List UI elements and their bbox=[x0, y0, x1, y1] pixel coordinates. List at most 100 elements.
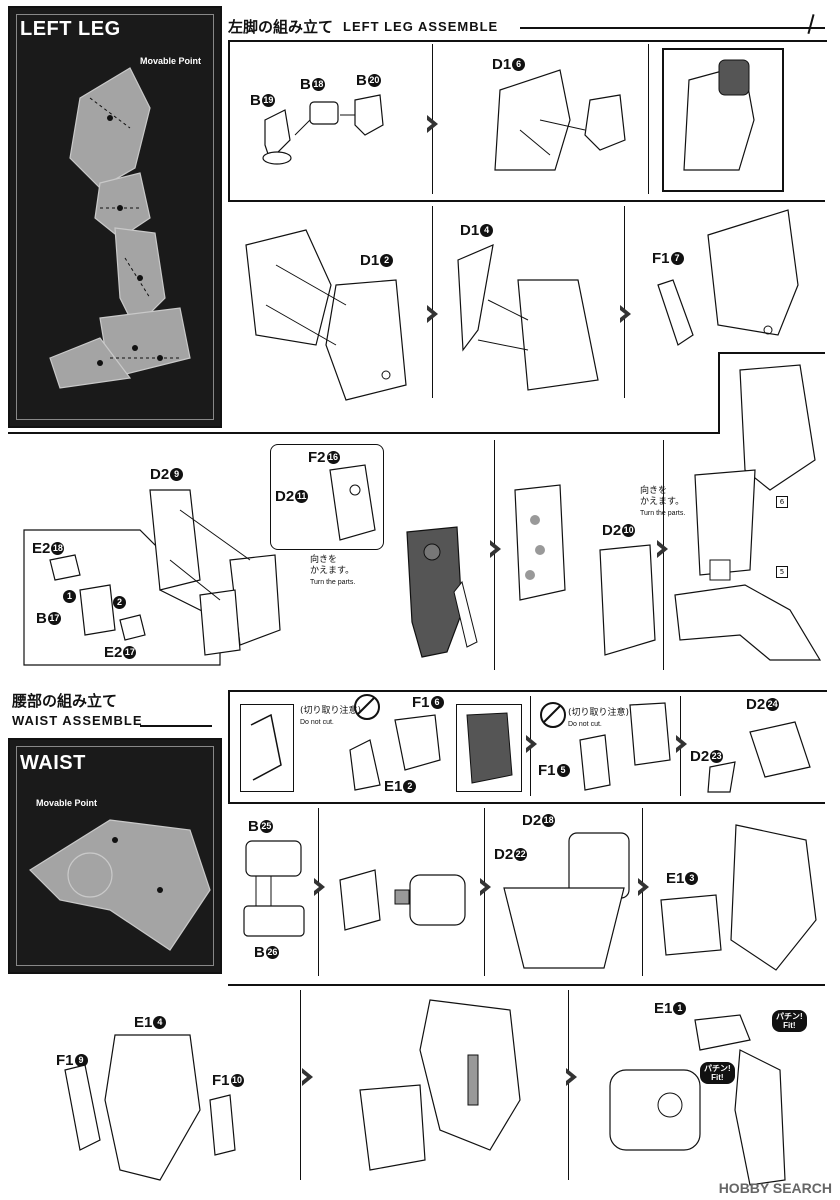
part-d16-assembly bbox=[494, 69, 626, 171]
left-leg-header-tick bbox=[807, 14, 815, 34]
leg-row2-divider-1 bbox=[432, 206, 433, 398]
part-f16-e12 bbox=[349, 714, 441, 791]
part-e13-assembly bbox=[660, 824, 817, 971]
hobby-search-watermark: HOBBY SEARCH bbox=[718, 1180, 832, 1196]
waist-row3-divider-1 bbox=[300, 990, 301, 1180]
leg-row3-shaded-part-box bbox=[402, 522, 482, 660]
left-leg-figure bbox=[49, 67, 191, 389]
step-arrow-3 bbox=[620, 305, 631, 323]
waist-step-arrow-4 bbox=[480, 878, 491, 896]
part-f216-inset bbox=[329, 464, 376, 541]
waist-step-arrow-6 bbox=[302, 1068, 313, 1086]
nocut-icon-1 bbox=[354, 694, 380, 720]
ref-tag-6: 6 bbox=[776, 496, 788, 508]
leg-row3-inset-frame bbox=[23, 529, 221, 666]
turn-parts-note-1: 向きを かえます。 Turn the parts. bbox=[310, 555, 356, 586]
waist-header-en: WAIST ASSEMBLE bbox=[12, 713, 143, 728]
nocut-icon-2 bbox=[540, 702, 566, 728]
part-d16-result bbox=[683, 59, 755, 171]
leg-row3-top-rule-left bbox=[8, 432, 720, 434]
part-shaded-thigh bbox=[406, 526, 478, 658]
part-b25-b26 bbox=[243, 840, 305, 937]
waist-step-arrow-7 bbox=[566, 1068, 577, 1086]
waist-step-arrow-3 bbox=[314, 878, 325, 896]
part-waist-half-assembly bbox=[359, 999, 521, 1171]
nocut-note-2: (切り取り注意) Do not cut. bbox=[568, 708, 630, 728]
leg-row3-top-rule-right bbox=[718, 352, 825, 354]
waist-movable-point-label: Movable Point bbox=[36, 798, 98, 808]
step-arrow-5 bbox=[657, 540, 668, 558]
left-leg-header-en: LEFT LEG ASSEMBLE bbox=[343, 19, 499, 34]
left-leg-movable-point-label: Movable Point bbox=[140, 56, 202, 66]
waist-panel: WAIST Movable Point bbox=[8, 738, 222, 974]
waist-row3-top-rule bbox=[228, 984, 825, 986]
waist-panel-frame bbox=[16, 746, 214, 966]
part-d29-assembly bbox=[49, 489, 281, 656]
leg-row2-top-rule bbox=[228, 200, 825, 202]
step-arrow-1 bbox=[427, 115, 438, 133]
part-e14-f19-f110 bbox=[64, 1034, 236, 1181]
left-leg-header-jp: 左脚の組み立て bbox=[228, 18, 334, 36]
part-waist-final bbox=[609, 1014, 786, 1186]
step-marker-2: 2 bbox=[112, 594, 126, 611]
waist-shaded-part-box bbox=[456, 704, 522, 792]
part-d218-d222 bbox=[503, 832, 630, 969]
waist-panel-title: WAIST bbox=[20, 752, 86, 774]
part-hip-joint bbox=[339, 869, 466, 931]
waist-header-rule bbox=[140, 725, 212, 727]
left-leg-panel: LEFT LEG Movable Point bbox=[8, 6, 222, 428]
part-f17-assembly bbox=[657, 209, 799, 346]
step-arrow-4 bbox=[490, 540, 501, 558]
waist-nocut-inset bbox=[240, 704, 294, 792]
nocut-note-1: (切り取り注意) Do not cut. bbox=[300, 706, 362, 726]
step-arrow-2 bbox=[427, 305, 438, 323]
leg-row1-divider-2 bbox=[648, 44, 649, 194]
waist-step-arrow-5 bbox=[638, 878, 649, 896]
part-d210-assembly bbox=[514, 484, 656, 656]
ref-tag-5: 5 bbox=[776, 566, 788, 578]
waist-figure bbox=[29, 819, 211, 951]
waist-step-arrow-1 bbox=[526, 735, 537, 753]
waist-step-arrow-2 bbox=[676, 735, 687, 753]
part-d224-d223 bbox=[707, 721, 811, 793]
left-leg-panel-frame bbox=[16, 14, 214, 420]
part-shaded-waist-plate bbox=[466, 712, 513, 784]
step-marker-1: 1 bbox=[62, 588, 76, 605]
left-leg-panel-title: LEFT LEG bbox=[20, 18, 121, 40]
part-runner-detail bbox=[250, 713, 282, 781]
part-b19-b18-b20 bbox=[262, 94, 384, 165]
part-left-leg-final bbox=[674, 364, 822, 661]
left-leg-header-rule bbox=[520, 27, 825, 29]
turn-parts-note-2: 向きを かえます。 Turn the parts. bbox=[640, 486, 686, 517]
waist-header-jp: 腰部の組み立て bbox=[12, 692, 118, 710]
fit-callout-1: パチン!Fit! bbox=[772, 1010, 807, 1032]
leg-row2-divider-2 bbox=[624, 206, 625, 398]
leg-row1-result-box bbox=[662, 48, 784, 192]
leg-row3-step-vertical bbox=[718, 352, 720, 434]
part-d12-assembly bbox=[245, 229, 407, 401]
